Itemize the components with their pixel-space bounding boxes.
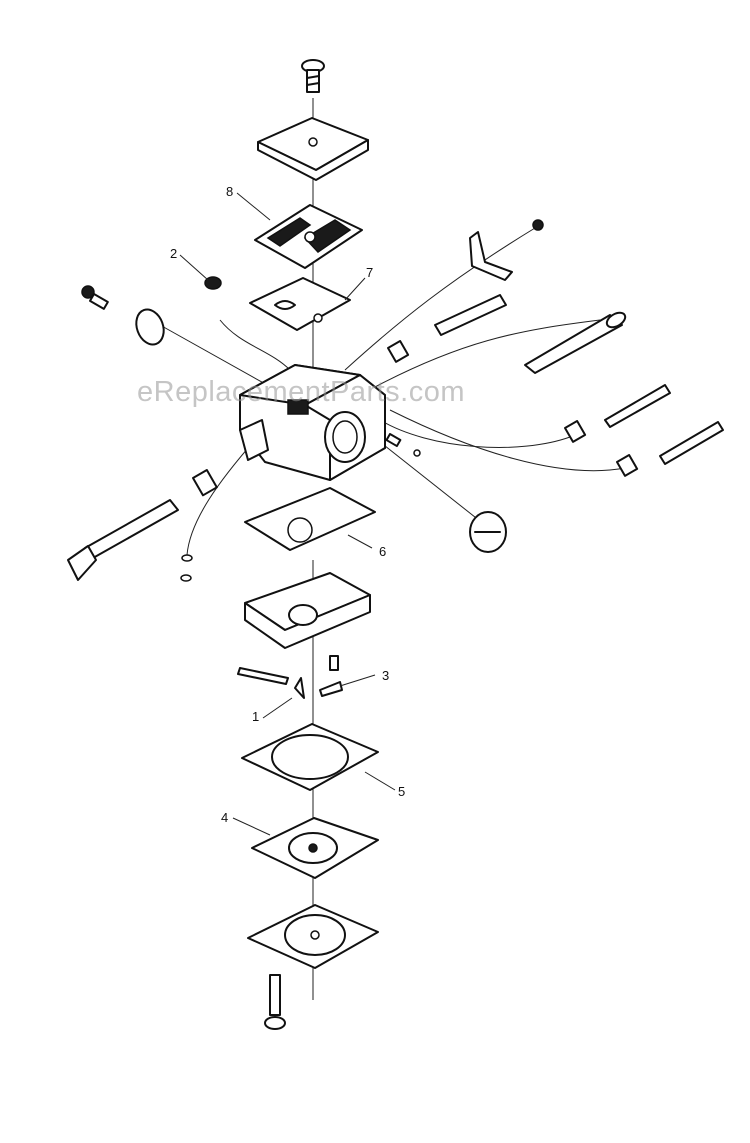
assembly-lines (159, 98, 626, 1000)
callout-5: 5 (398, 784, 405, 799)
callout-8: 8 (226, 184, 233, 199)
pump-diaphragm-8 (254, 204, 363, 269)
watermark: eReplacementParts.com (137, 376, 466, 408)
throttle-shaft (67, 499, 179, 581)
washers (180, 554, 193, 582)
plug-2 (204, 276, 222, 290)
idle-screw (81, 285, 109, 310)
top-screw (301, 59, 325, 93)
carburetor-body (239, 364, 386, 481)
bottom-screw (264, 974, 286, 1030)
inlet-needle-assembly (237, 667, 343, 699)
adjusting-needles (434, 294, 724, 465)
metering-housing (244, 572, 371, 649)
pump-cover (257, 117, 369, 181)
callout-3: 3 (382, 668, 389, 683)
choke-lever (469, 219, 544, 281)
gasket-6 (244, 487, 376, 551)
callout-6: 6 (379, 544, 386, 559)
choke-disc (469, 511, 507, 553)
detent (385, 433, 421, 457)
callout-4: 4 (221, 810, 228, 825)
diaphragm-4 (251, 817, 379, 879)
metering-cover (247, 904, 379, 969)
callout-2: 2 (170, 246, 177, 261)
springs (191, 340, 639, 671)
callout-1: 1 (252, 709, 259, 724)
throttle-disc (135, 308, 165, 346)
callout-7: 7 (366, 265, 373, 280)
callout-leaders (179, 192, 396, 836)
gasket-5 (241, 723, 379, 791)
gasket-7 (249, 277, 351, 331)
